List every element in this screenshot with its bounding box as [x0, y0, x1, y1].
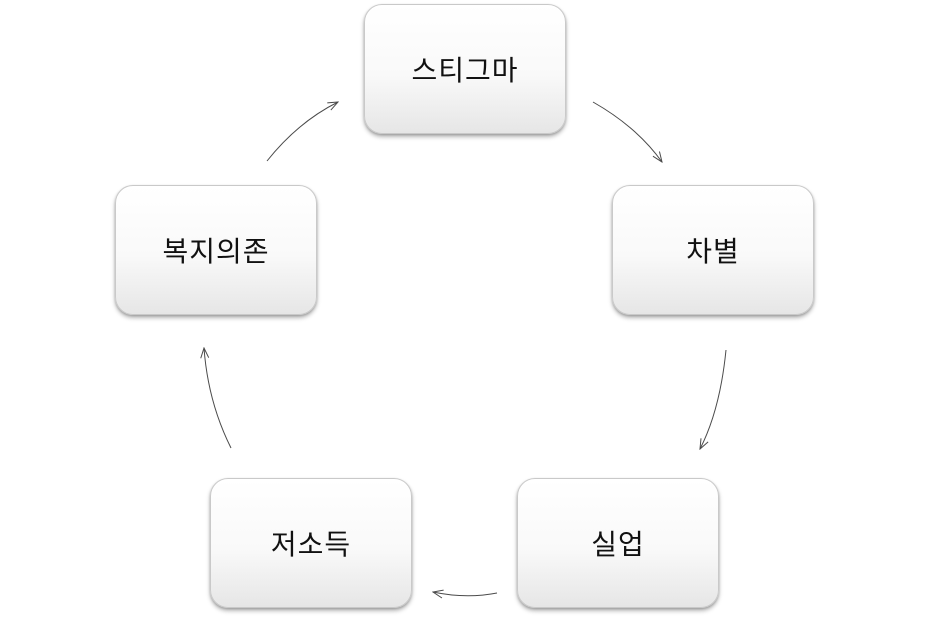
node-stigma: 스티그마 — [364, 4, 566, 134]
arrow-discrimination-to-unemployment — [700, 349, 727, 449]
arrow-stigma-to-discrimination — [592, 101, 662, 162]
node-label-stigma: 스티그마 — [411, 54, 519, 87]
arrow-low-income-to-welfare — [204, 348, 232, 449]
node-low-income: 저소득 — [210, 478, 412, 608]
arrow-unemployment-to-low-income — [433, 592, 498, 596]
node-label-discrimination: 차별 — [686, 235, 740, 268]
node-discrimination: 차별 — [612, 185, 814, 315]
node-label-unemployment: 실업 — [591, 528, 645, 561]
node-unemployment: 실업 — [517, 478, 719, 608]
node-label-low-income: 저소득 — [270, 528, 352, 561]
node-welfare-dependency: 복지의존 — [115, 185, 317, 315]
arrow-welfare-to-stigma — [266, 102, 338, 162]
node-label-welfare-dependency: 복지의존 — [162, 235, 270, 268]
